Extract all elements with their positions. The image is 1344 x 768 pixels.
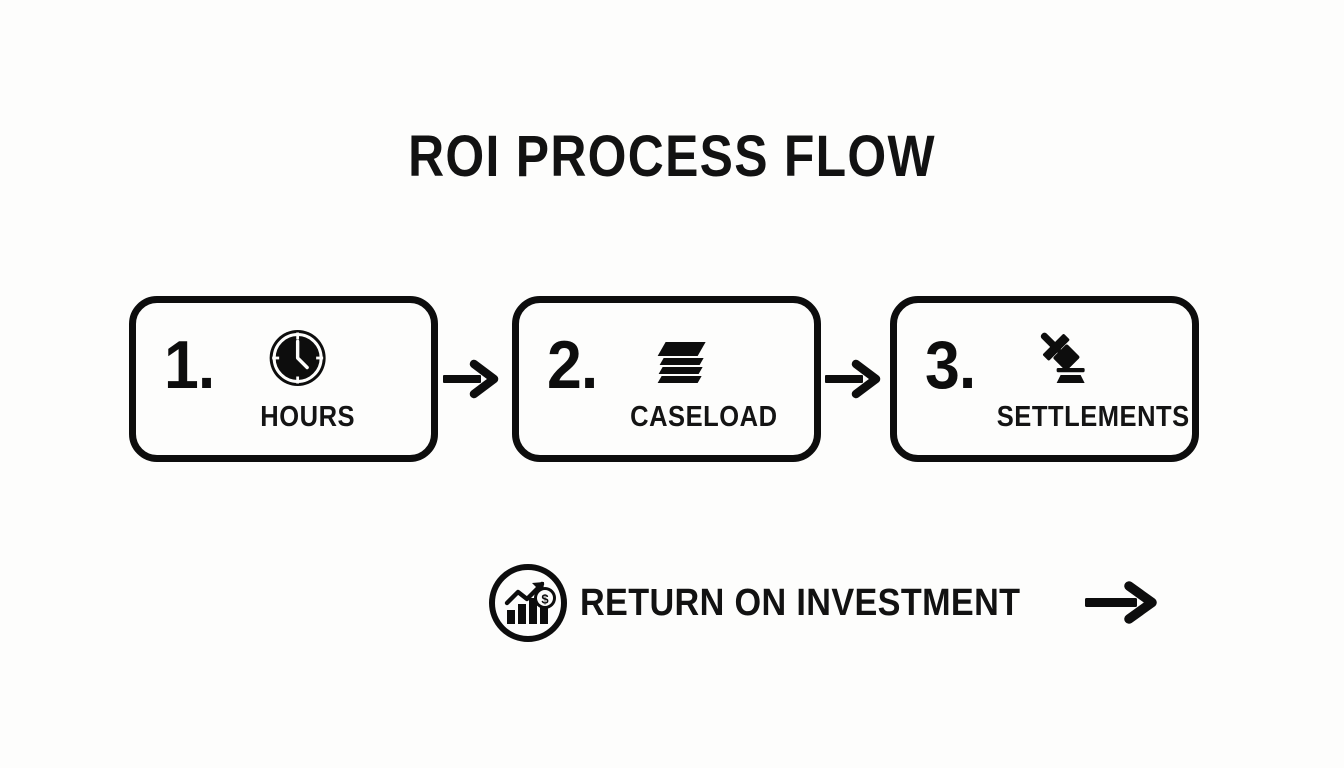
step-box-caseload[interactable]: 2. CASELOAD (512, 296, 821, 462)
step-box-settlements[interactable]: 3. SETTLEMENTS (890, 296, 1199, 462)
gavel-icon (1027, 327, 1089, 389)
step-label: SETTLEMENTS (996, 401, 1190, 433)
svg-text:$: $ (541, 592, 549, 607)
return-on-investment-row[interactable]: $ RETURN ON INVESTMENT (487, 560, 1161, 646)
arrow-right-icon (441, 358, 501, 400)
arrow-right-icon (1083, 579, 1161, 627)
step-number: 2. (547, 327, 598, 403)
document-stack-icon (649, 327, 711, 389)
process-steps-row: 1. HOURS 2. (0, 296, 1344, 466)
step-number: 1. (164, 327, 215, 403)
step-label: HOURS (259, 401, 355, 433)
clock-icon (266, 327, 328, 389)
step-number: 3. (925, 327, 976, 403)
step-box-hours[interactable]: 1. HOURS (129, 296, 438, 462)
arrow-right-icon (823, 358, 883, 400)
step-label: CASELOAD (629, 401, 778, 433)
roi-label: RETURN ON INVESTMENT (580, 582, 1021, 624)
roi-growth-icon: $ (487, 562, 569, 644)
page-title: ROI PROCESS FLOW (408, 124, 936, 189)
